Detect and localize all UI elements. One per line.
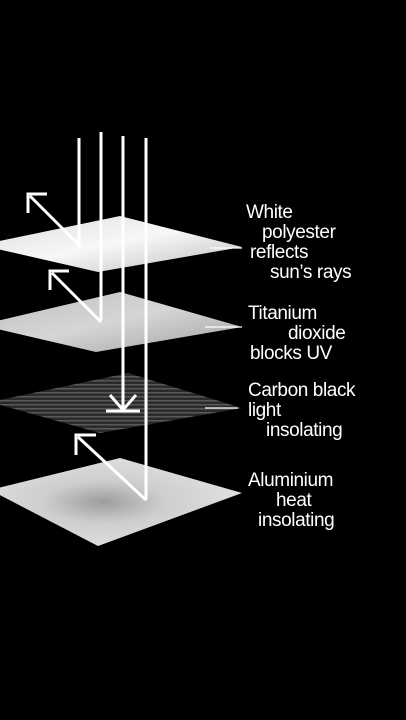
layer-white-polyester [0, 216, 242, 272]
label-carbon-black: Carbon black light insolating [248, 380, 356, 441]
blocked-arrow-icon [106, 394, 140, 413]
incoming-ray-icon [77, 132, 148, 500]
layer-carbon-black [0, 373, 242, 433]
label-white-polyester: White polyester reflects sun’s rays [246, 202, 352, 283]
layer-titanium-dioxide [0, 292, 242, 352]
label-aluminium: Aluminium heat insolating [248, 470, 335, 531]
layer-aluminium [0, 458, 242, 546]
label-titanium-dioxide: Titanium dioxide blocks UV [248, 303, 346, 364]
reflected-arrow-icon [26, 192, 148, 502]
leader-lines [205, 247, 242, 409]
